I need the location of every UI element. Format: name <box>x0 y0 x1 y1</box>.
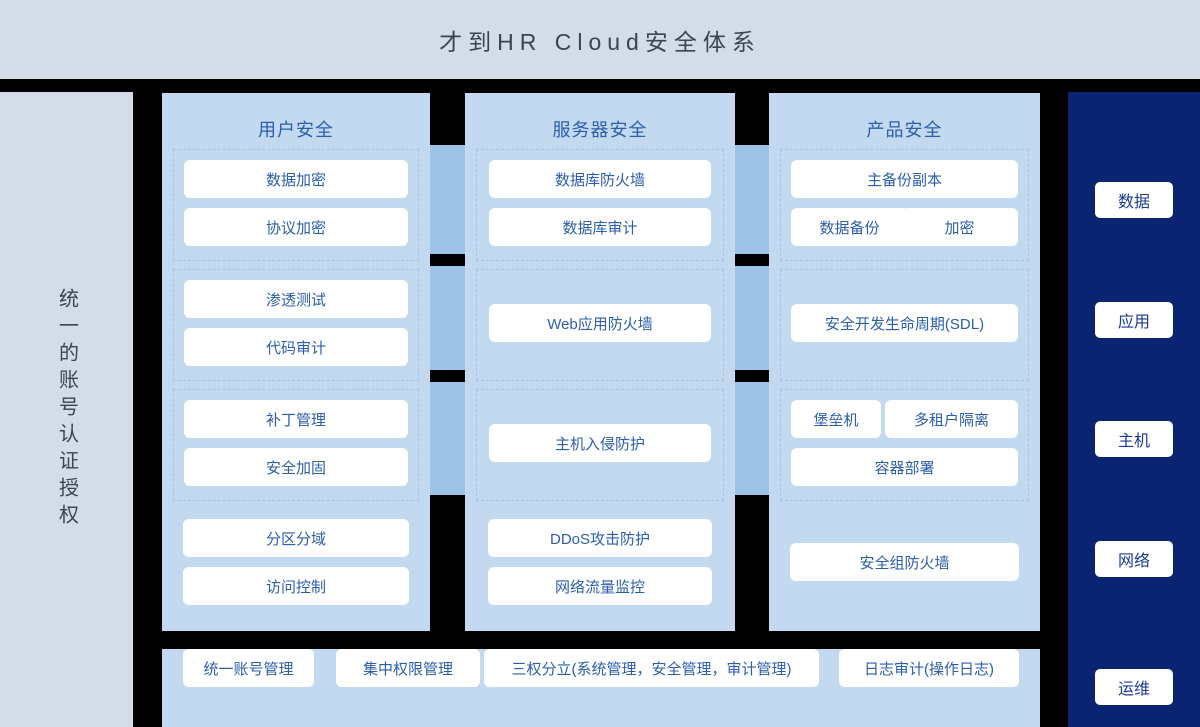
bottom-strip: 统一账号管理 集中权限管理 三权分立(系统管理，安全管理，审计管理) 日志审计(… <box>162 649 1040 727</box>
item-box[interactable]: 安全加固 <box>184 448 408 486</box>
column-title-user-security: 用户安全 <box>258 120 334 140</box>
right-badge-network[interactable]: 网络 <box>1095 541 1173 577</box>
group-product-security-3: 堡垒机 多租户隔离 容器部署 <box>780 389 1029 501</box>
item-box[interactable]: 堡垒机 <box>791 400 881 438</box>
item-box[interactable]: Web应用防火墙 <box>489 304 711 342</box>
page-title: 才到HR Cloud安全体系 <box>439 28 761 55</box>
column-server-security: 服务器安全 数据库防火墙 数据库审计 Web应用防火墙 主机入侵防护 DDoS攻… <box>465 93 735 631</box>
item-box[interactable]: 渗透测试 <box>184 280 408 318</box>
connector-strip-right-1 <box>734 145 769 254</box>
item-box[interactable]: 安全开发生命周期(SDL) <box>791 304 1018 342</box>
item-box[interactable]: 补丁管理 <box>184 400 408 438</box>
group-server-security-3: 主机入侵防护 <box>476 389 724 501</box>
right-badge-operations[interactable]: 运维 <box>1095 669 1173 705</box>
item-box[interactable]: 协议加密 <box>184 208 408 246</box>
item-box[interactable]: 访问控制 <box>183 567 409 605</box>
connector-strip-right-2 <box>734 266 769 370</box>
right-badge-data[interactable]: 数据 <box>1095 182 1173 218</box>
group-user-security-4: 分区分域 访问控制 <box>173 509 419 621</box>
column-user-security: 用户安全 数据加密 协议加密 渗透测试 代码审计 补丁管理 安全加固 分区分域 … <box>162 93 430 631</box>
connector-strip-right-3 <box>734 382 769 495</box>
column-title-product-security: 产品安全 <box>866 120 943 140</box>
item-box[interactable]: 安全组防火墙 <box>790 543 1019 581</box>
connector-strip-left-2 <box>430 266 465 370</box>
item-box[interactable]: 主备份副本 <box>791 160 1018 198</box>
page-header: 才到HR Cloud安全体系 <box>0 0 1200 79</box>
item-box[interactable]: 多租户隔离 <box>885 400 1018 438</box>
item-box[interactable]: 代码审计 <box>184 328 408 366</box>
right-sidebar: 数据 应用 主机 网络 运维 <box>1068 92 1200 727</box>
item-box[interactable]: 数据备份 <box>791 208 908 246</box>
item-box[interactable]: 数据库审计 <box>489 208 711 246</box>
item-box[interactable]: 主机入侵防护 <box>489 424 711 462</box>
item-box[interactable]: 分区分域 <box>183 519 409 557</box>
item-box[interactable]: 容器部署 <box>791 448 1018 486</box>
group-user-security-2: 渗透测试 代码审计 <box>173 269 419 381</box>
connector-strip-left-3 <box>430 382 465 495</box>
column-title-server-security: 服务器安全 <box>552 120 648 140</box>
item-box[interactable]: 网络流量监控 <box>488 567 712 605</box>
group-server-security-2: Web应用防火墙 <box>476 269 724 381</box>
group-product-security-1: 主备份副本 数据备份 加密 <box>780 149 1029 261</box>
column-product-security: 产品安全 主备份副本 数据备份 加密 安全开发生命周期(SDL) 堡垒机 多租户… <box>769 93 1040 631</box>
connector-strip-left-1 <box>430 145 465 254</box>
group-server-security-1: 数据库防火墙 数据库审计 <box>476 149 724 261</box>
group-user-security-1: 数据加密 协议加密 <box>173 149 419 261</box>
bottom-item-central-permission[interactable]: 集中权限管理 <box>336 649 480 687</box>
left-sidebar-label: 统一的账号认证授权 <box>55 288 78 531</box>
group-product-security-2: 安全开发生命周期(SDL) <box>780 269 1029 381</box>
bottom-item-unified-account[interactable]: 统一账号管理 <box>183 649 314 687</box>
item-box[interactable]: DDoS攻击防护 <box>488 519 712 557</box>
right-badge-application[interactable]: 应用 <box>1095 302 1173 338</box>
bottom-item-separation-of-powers[interactable]: 三权分立(系统管理，安全管理，审计管理) <box>484 649 819 687</box>
group-product-security-4: 安全组防火墙 <box>780 509 1029 621</box>
group-server-security-4: DDoS攻击防护 网络流量监控 <box>476 509 724 621</box>
right-badge-host[interactable]: 主机 <box>1095 421 1173 457</box>
item-box[interactable]: 加密 <box>901 208 1018 246</box>
group-user-security-3: 补丁管理 安全加固 <box>173 389 419 501</box>
left-sidebar: 统一的账号认证授权 <box>0 92 133 727</box>
item-box[interactable]: 数据加密 <box>184 160 408 198</box>
bottom-item-log-audit[interactable]: 日志审计(操作日志) <box>839 649 1019 687</box>
item-box[interactable]: 数据库防火墙 <box>489 160 711 198</box>
